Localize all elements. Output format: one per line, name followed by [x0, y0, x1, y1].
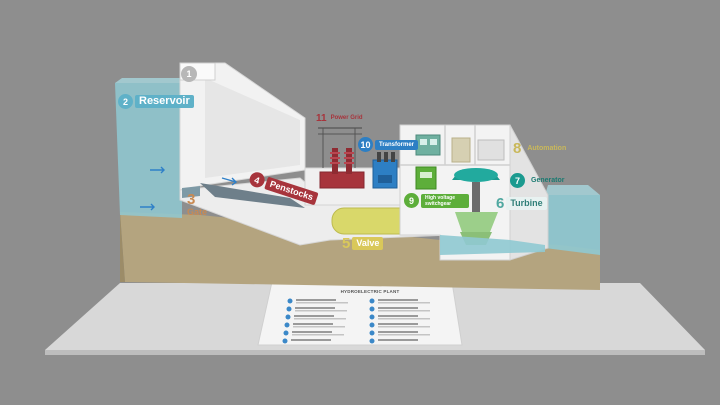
label-gate-number: 3: [187, 191, 196, 208]
label-automation-number: 8: [513, 140, 522, 157]
gate-opening: [182, 186, 200, 198]
label-power-grid-number: 11: [316, 113, 327, 124]
earth-side: [120, 212, 125, 282]
tailrace-water: [545, 195, 600, 255]
dam-face: [205, 78, 300, 178]
label-transformer: 10 Transformer: [358, 137, 419, 152]
grid-breaker: [319, 171, 365, 189]
label-turbine-number: 6: [496, 195, 505, 212]
label-generator-number: 7: [510, 173, 525, 188]
label-reservoir-text: Reservoir: [135, 95, 194, 108]
label-valve-text: Valve: [352, 237, 384, 250]
info-board-title: HYDROELECTRIC PLANT: [340, 289, 400, 294]
label-turbine-text: Turbine: [506, 197, 547, 210]
label-transformer-number: 10: [358, 137, 373, 152]
label-generator-text: Generator: [531, 177, 565, 184]
base-platform-edge: [45, 350, 705, 355]
label-reservoir-number: 2: [118, 94, 133, 109]
label-switchgear: 9 High voltage switchgear: [404, 193, 469, 208]
label-transformer-text: Transformer: [375, 139, 419, 150]
powerhouse-right: [509, 124, 549, 261]
info-board-items-left: [282, 298, 348, 344]
label-turbine: 6 Turbine: [496, 196, 547, 211]
draft-tube: [440, 235, 545, 255]
tailrace-water-top: [545, 185, 600, 195]
label-dam-number: 1: [181, 66, 197, 82]
reservoir-water-top: [115, 78, 187, 83]
label-switchgear-text: High voltage switchgear: [421, 193, 469, 208]
label-automation-text: Automation: [527, 145, 567, 152]
label-generator: 7 Generator: [510, 173, 568, 188]
label-dam: 1: [181, 66, 197, 82]
reservoir-water: [115, 83, 182, 218]
penstock-pipe: [200, 183, 305, 208]
label-valve-number: 5: [342, 235, 351, 252]
label-power-grid: 11 Power Grid: [316, 111, 365, 126]
turbine-shaft: [472, 182, 480, 212]
transformer: [372, 159, 398, 189]
automation-panel: [477, 139, 505, 161]
flow-arrow-icon: [140, 166, 238, 211]
label-gate-text: Gate: [187, 207, 208, 217]
earth-block: [120, 212, 600, 290]
label-switchgear-number: 9: [404, 193, 419, 208]
turbine-runner: [455, 212, 498, 232]
label-reservoir: 2 Reservoir: [118, 94, 194, 109]
label-automation: 8 Automation: [513, 141, 570, 156]
info-board-items-right: [369, 298, 430, 344]
label-valve: 5 Valve: [342, 235, 384, 252]
control-cabinet: [451, 137, 471, 163]
label-gate: 3 Gate: [187, 192, 207, 218]
label-power-grid-text: Power Grid: [330, 115, 363, 121]
